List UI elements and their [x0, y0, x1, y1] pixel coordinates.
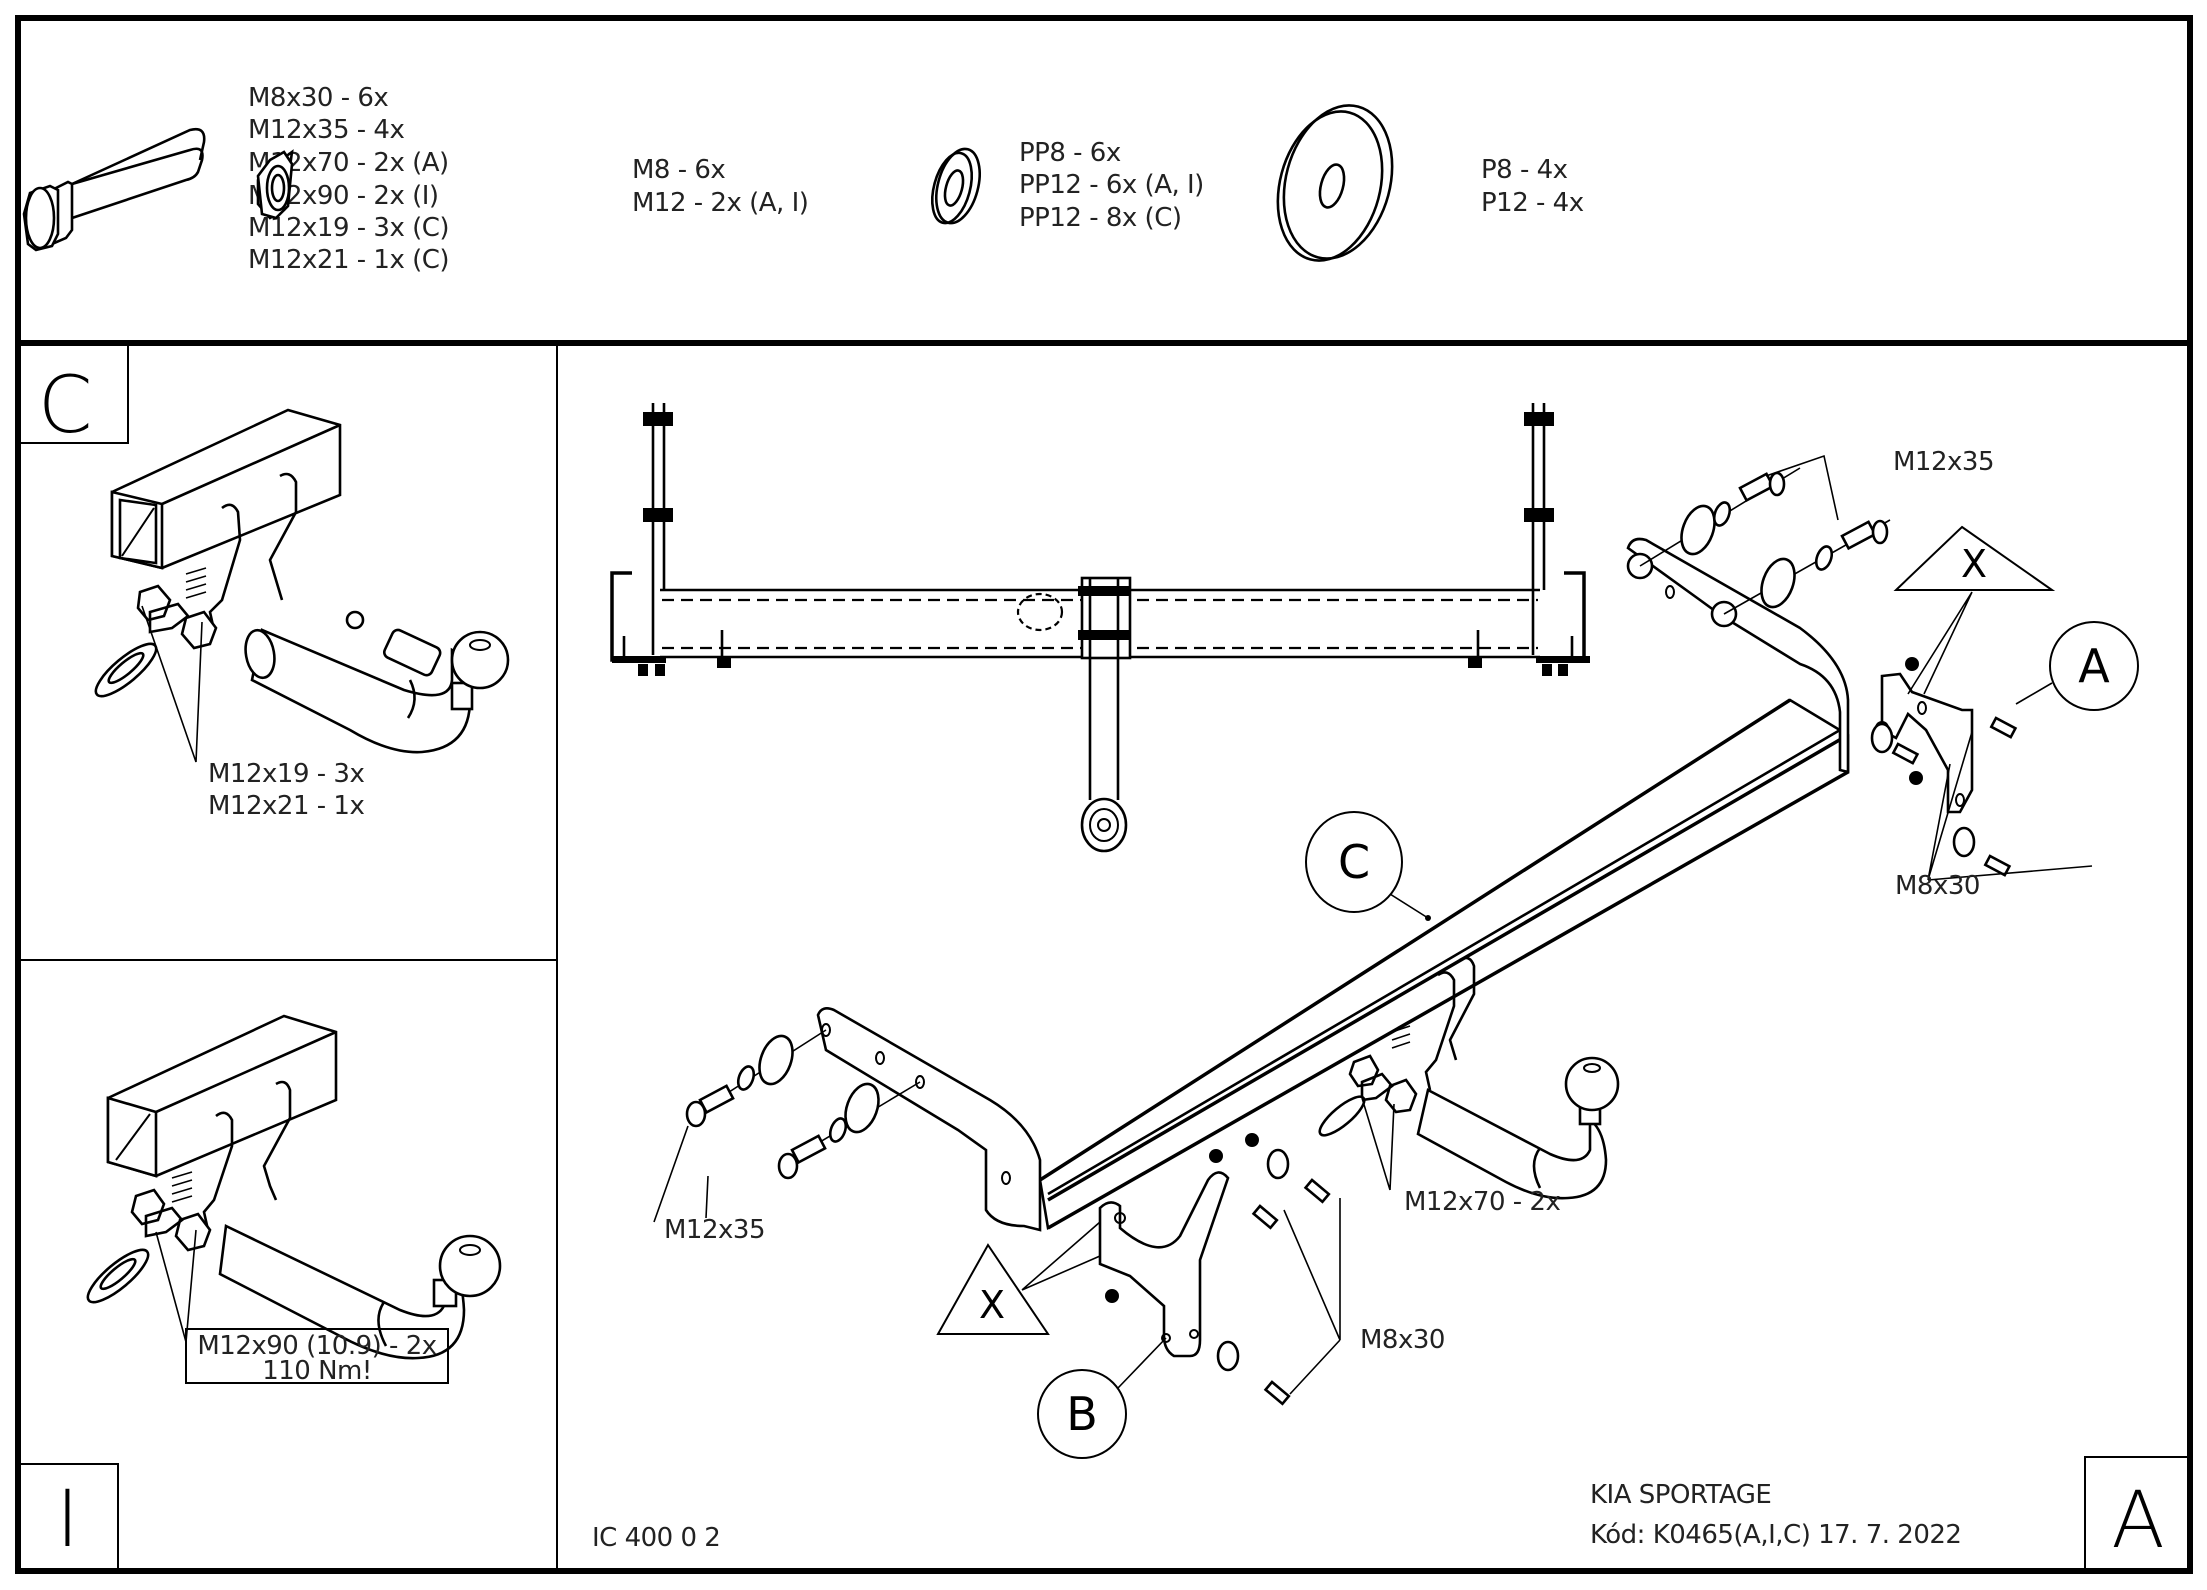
triangle-x-left-leader: [1021, 1221, 1101, 1291]
right-fastener-stack: [1639, 454, 1891, 615]
left-fastener-stack: [653, 1029, 921, 1223]
hex-bolt-icon: [22, 127, 206, 252]
panel-i-label-2: 110 Nm!: [262, 1356, 372, 1386]
balloon-c: [1305, 811, 1403, 913]
callout-m12x35-right: M12x35: [1893, 447, 1994, 477]
bolt-spec-1: M8x30 - 6x: [248, 83, 388, 113]
panel-c-leader: [141, 605, 203, 763]
isometric-crossbar: [816, 537, 1850, 1232]
hitch-illustration-c: [94, 408, 510, 754]
balloon-b-label: B: [1066, 1387, 1098, 1441]
drawing-frame: [15, 15, 2193, 1574]
hitch-illustration-i: [86, 1014, 502, 1360]
m12x70-leader: [1361, 1097, 1395, 1191]
panel-i-label-1: M12x90 (10.9) - 2x: [197, 1331, 436, 1361]
triangle-x-left-label: X: [979, 1283, 1005, 1327]
drawing-number: IC 400 0 2: [592, 1523, 720, 1553]
triangle-x-right: [1893, 525, 2056, 591]
callout-m12x70: M12x70 - 2x: [1404, 1187, 1560, 1217]
balloon-c-leader: [1389, 893, 1429, 919]
triangle-x-left: [936, 1243, 1050, 1335]
balloon-a-leader: [2015, 682, 2053, 705]
panel-c: C: [17, 342, 510, 821]
torque-note-box: [185, 1328, 449, 1384]
m8x30-right-leader: [1927, 731, 2093, 881]
panel-c-letter-box: [17, 342, 129, 444]
panel-c-letter: C: [38, 361, 92, 451]
balloon-a-label: A: [2078, 639, 2110, 693]
bracket-a: [1870, 657, 2018, 877]
panel-c-label-2: M12x21 - 1x: [208, 791, 364, 821]
flat-washer-spec-1: P8 - 4x: [1481, 155, 1568, 185]
flat-washer-icon: [1276, 104, 1394, 262]
spring-washer-spec-2: PP12 - 6x (A, I): [1019, 170, 1204, 200]
flat-washer-spec-2: P12 - 4x: [1481, 188, 1584, 218]
panel-i-letter: I: [56, 1475, 79, 1565]
triangle-x-right-label: X: [1961, 542, 1987, 586]
bolt-spec-2: M12x35 - 4x: [248, 115, 404, 145]
balloon-b-leader: [1117, 1337, 1167, 1389]
vehicle-name: KIA SPORTAGE: [1590, 1480, 1771, 1510]
main-assembly: M12x35 X A M8x30: [610, 403, 2139, 1459]
spring-washer-spec-1: PP8 - 6x: [1019, 138, 1121, 168]
panel-i: I M12x90 (10.9) - 2x 110 N: [17, 1014, 502, 1572]
callout-m12x35-left: M12x35: [664, 1215, 765, 1245]
parts-list: M8x30 - 6x M12x35 - 4x M12x70 - 2x (A) M…: [22, 83, 1584, 275]
callout-m8x30-left: M8x30: [1360, 1325, 1445, 1355]
balloon-b: [1037, 1369, 1127, 1459]
variant-letter-box: [2084, 1456, 2191, 1572]
spring-washer-spec-3: PP12 - 8x (C): [1019, 203, 1182, 233]
nut-spec-2: M12 - 2x (A, I): [632, 188, 808, 218]
code-and-date: Kód: K0465(A,I,C) 17. 7. 2022: [1590, 1520, 1961, 1550]
triangle-x-right-leader: [1907, 591, 1973, 695]
spring-washer-icon: [930, 147, 981, 225]
m8x30-left-leader: [1283, 1198, 1341, 1395]
balloon-c-label: C: [1338, 835, 1370, 889]
balloon-a: [2049, 621, 2139, 711]
bolt-spec-6: M12x21 - 1x (C): [248, 245, 449, 275]
panel-i-letter-box: [17, 1463, 119, 1572]
bracket-b: [1098, 1133, 1331, 1406]
panel-c-label-1: M12x19 - 3x: [208, 759, 364, 789]
variant-letter: A: [2111, 1476, 2164, 1566]
nut-spec-1: M8 - 6x: [632, 155, 725, 185]
callout-m8x30-right: M8x30: [1895, 871, 1980, 901]
bolt-spec-5: M12x19 - 3x (C): [248, 213, 449, 243]
hex-nut-icon: [256, 149, 294, 220]
plan-view: [610, 403, 1590, 853]
